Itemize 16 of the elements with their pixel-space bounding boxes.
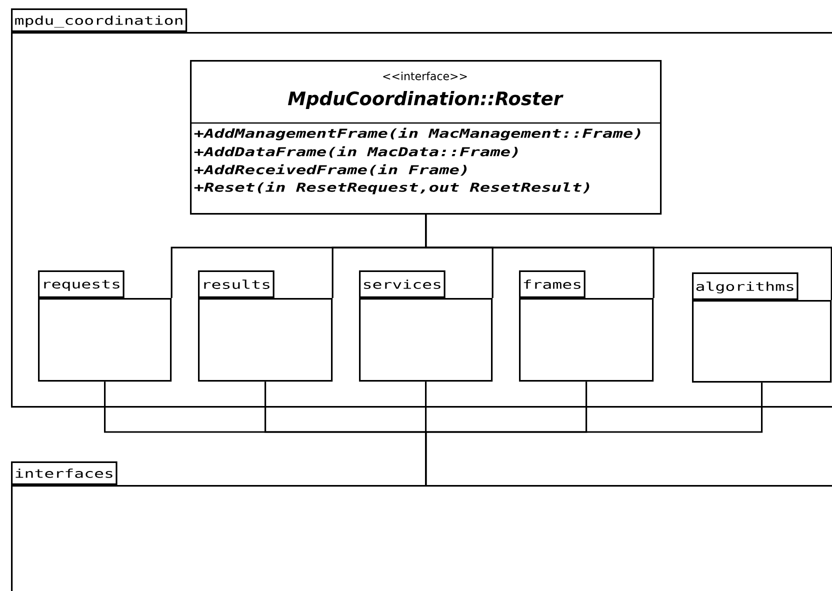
connector-line bbox=[425, 382, 763, 485]
interface-class-box: <<interface>> MpduCoordination::Roster +AddManagementFrame(in MacManagement::Frame) +AddDataFrame(in MacData::Frame) +AddReceivedFrame(in Frame) +Reset(in ResetRequest,out ResetResult) bbox=[190, 60, 662, 215]
node-label: results bbox=[204, 280, 270, 289]
package: results bbox=[198, 270, 333, 382]
package: requests bbox=[38, 270, 172, 382]
node-label: mpdu_coordination bbox=[15, 16, 182, 28]
package: algorithms bbox=[692, 272, 832, 383]
package: services bbox=[359, 270, 493, 382]
node-label: services bbox=[364, 280, 440, 289]
connector-line bbox=[425, 214, 832, 300]
package: interfaces bbox=[11, 461, 832, 591]
node-label: frames bbox=[524, 280, 580, 289]
node-label: interfaces bbox=[16, 468, 112, 478]
package: frames bbox=[519, 270, 654, 382]
node-label: requests bbox=[44, 280, 120, 291]
node-label: algorithms bbox=[696, 282, 794, 294]
